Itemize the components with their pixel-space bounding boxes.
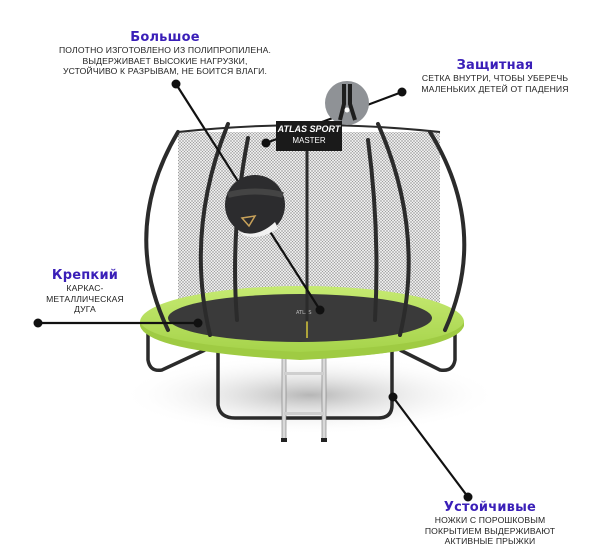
callout-desc-line: покрытием выдерживают [424, 525, 556, 536]
callout-desc-line: ножки с порошковым [434, 515, 546, 525]
callout-title: Крепкий [51, 268, 119, 283]
callout-desc-line: Выдерживает высокие нагрузки, [82, 55, 248, 66]
callout-large: Большое полотно изготовлено из полипропи… [40, 30, 290, 77]
callout-desc-line: дуга [74, 304, 96, 314]
ground-shadow [120, 355, 500, 435]
callout-protective: Защитная Сетка внутри, чтобы уберечь мал… [400, 58, 590, 94]
callout-desc-line: активные прыжки [444, 536, 536, 546]
detail-circle-mat [225, 175, 285, 237]
callout-stable: Устойчивые ножки с порошковым покрытием … [405, 500, 575, 547]
callout-desc-line: полотно изготовлено из полипропилена. [58, 45, 271, 55]
legs [146, 328, 457, 420]
callout-desc-line: устойчиво к разрывам, не боится влаги. [62, 66, 268, 76]
brand-label: ATLAS SPORT MASTER [276, 121, 342, 151]
callout-strong: Крепкий Каркас- металлическая дуга [30, 268, 140, 315]
frame-arches [144, 122, 467, 337]
callout-dots [33, 79, 473, 502]
callout-desc-line: Каркас- [66, 283, 104, 293]
brand-line-1: ATLAS SPORT [277, 124, 341, 134]
jumping-mat [168, 294, 432, 342]
callout-title: Защитная [456, 58, 534, 73]
brand-line-2: MASTER [292, 136, 326, 145]
callout-desc-line: маленьких детей от падения [421, 83, 569, 94]
svg-text:ATLAS: ATLAS [296, 310, 312, 316]
detail-circle-net [325, 81, 369, 125]
callout-title: Устойчивые [443, 500, 537, 515]
callout-title: Большое [130, 30, 200, 45]
callout-desc-line: металлическая [46, 293, 124, 304]
callout-desc-line: Сетка внутри, чтобы уберечь [421, 73, 569, 83]
